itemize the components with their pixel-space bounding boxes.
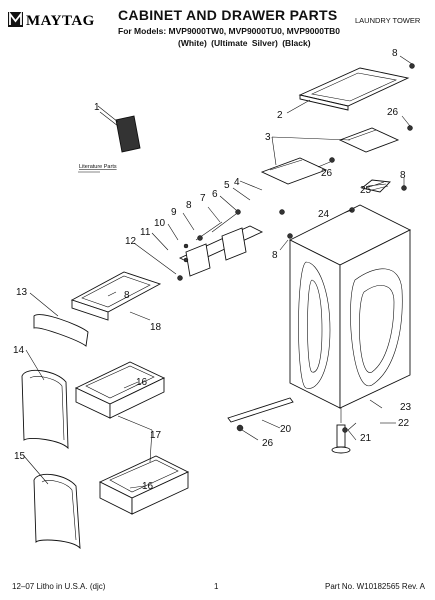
callout-8-cabinet: 8: [272, 250, 278, 261]
callout-9: 9: [171, 207, 177, 218]
literature-parts[interactable]: [78, 111, 141, 173]
callout-3: 3: [265, 132, 271, 143]
callout-16-middle: 16: [136, 377, 148, 388]
maytag-logo: MAYTAG: [8, 9, 106, 31]
mounting-bracket-left[interactable]: [260, 157, 328, 185]
callout-8-top: 8: [392, 48, 398, 59]
product-type: LAUNDRY TOWER: [355, 16, 421, 25]
callout-22: 22: [398, 418, 410, 429]
drawer-handle-bar[interactable]: [178, 225, 264, 277]
callout-6: 6: [212, 189, 218, 200]
callout-13: 13: [16, 287, 28, 298]
bottom-drawer-box[interactable]: [98, 455, 190, 515]
callout-8-handle: 8: [186, 200, 192, 211]
callout-18: 18: [150, 322, 162, 333]
brand-name: MAYTAG: [26, 13, 95, 29]
callout-26-rail: 26: [262, 438, 274, 449]
callout-10: 10: [154, 218, 166, 229]
callout-17: 17: [150, 430, 162, 441]
models-line: For Models: MVP9000TW0, MVP9000TU0, MVP9…: [118, 26, 341, 36]
cabinet-assembly[interactable]: [288, 204, 412, 409]
callout-26-top: 26: [387, 107, 399, 118]
hardware-screws: [177, 63, 415, 433]
callout-2: 2: [277, 110, 283, 121]
page-title: CABINET AND DRAWER PARTS: [118, 7, 338, 23]
callout-8-tray: 8: [124, 290, 130, 301]
callout-23: 23: [400, 402, 412, 413]
callout-26-mid: 26: [321, 168, 333, 179]
literature-parts-label: Literature Parts: [79, 164, 117, 170]
callout-24: 24: [318, 209, 330, 220]
mounting-bracket-right[interactable]: [338, 127, 400, 153]
upper-drawer-front[interactable]: [33, 314, 89, 347]
callout-25: 25: [360, 185, 372, 196]
leveling-leg[interactable]: [331, 408, 351, 454]
callout-4: 4: [234, 177, 240, 188]
bottom-drawer-front[interactable]: [33, 473, 81, 550]
callout-11: 11: [140, 227, 151, 238]
drawer-rail[interactable]: [227, 397, 294, 432]
page-number: 1: [214, 582, 219, 591]
callout-20: 20: [280, 424, 292, 435]
colors-line: (White) (Ultimate Silver) (Black): [178, 38, 311, 48]
top-panel[interactable]: [298, 67, 410, 111]
callout-1: 1: [94, 102, 100, 113]
upper-drawer-tray[interactable]: [70, 271, 162, 321]
middle-drawer-box[interactable]: [74, 361, 166, 419]
footer-litho: 12–07 Litho in U.S.A. (djc): [12, 582, 106, 591]
callout-5: 5: [224, 180, 230, 191]
callout-15: 15: [14, 451, 26, 462]
callout-16-bottom: 16: [142, 481, 154, 492]
middle-drawer-front[interactable]: [21, 369, 69, 450]
callout-7: 7: [200, 193, 206, 204]
callout-21: 21: [360, 433, 372, 444]
callout-8-spring: 8: [400, 170, 406, 181]
callout-14: 14: [13, 345, 25, 356]
spring-assembly[interactable]: [360, 179, 391, 193]
part-number: Part No. W10182565 Rev. A: [325, 582, 425, 591]
callout-12: 12: [125, 236, 137, 247]
leader-lines: [23, 55, 413, 489]
